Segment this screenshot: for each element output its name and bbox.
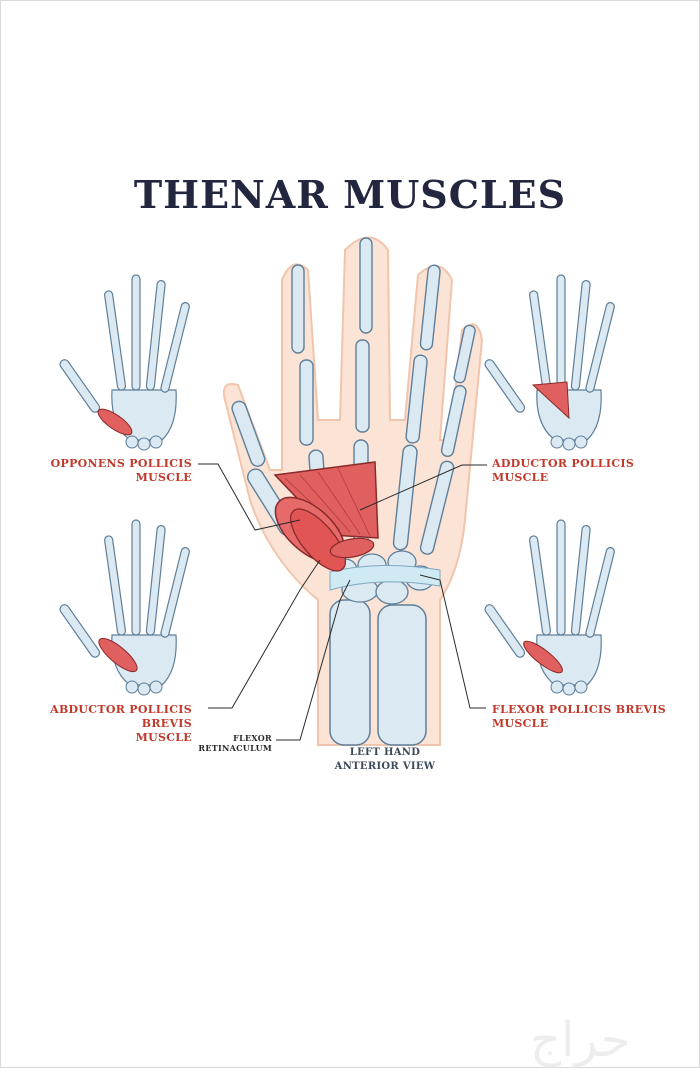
thenar-muscles	[273, 461, 379, 572]
label-flexor-brevis-line2: MUSCLE	[492, 717, 549, 730]
label-view-line2: ANTERIOR VIEW	[334, 761, 436, 772]
watermark-logo: حراج	[530, 1012, 631, 1068]
small-hand-abductor	[57, 519, 191, 696]
label-retinaculum-line2: RETINACULUM	[198, 743, 272, 753]
label-flexor-brevis: FLEXOR POLLICIS BREVIS MUSCLE	[492, 703, 682, 731]
label-adductor-line2: MUSCLE	[492, 471, 549, 484]
small-hand-opponens	[57, 274, 191, 451]
label-abductor: ABDUCTOR POLLICIS BREVIS MUSCLE	[10, 703, 192, 745]
label-opponens: OPPONENS POLLICIS MUSCLE	[40, 457, 192, 485]
label-opponens-line1: OPPONENS POLLICIS	[50, 457, 192, 470]
page-title: THENAR MUSCLES	[133, 172, 567, 217]
label-flexor-brevis-line1: FLEXOR POLLICIS BREVIS	[492, 703, 667, 716]
label-abductor-line2: MUSCLE	[135, 731, 192, 744]
label-abductor-line1: ABDUCTOR POLLICIS BREVIS	[50, 703, 192, 730]
label-adductor-line1: ADDUCTOR POLLICIS	[492, 457, 635, 470]
label-retinaculum-line1: FLEXOR	[233, 733, 272, 743]
small-hand-adductor	[482, 274, 616, 451]
small-hand-flexor	[482, 519, 616, 696]
label-view: LEFT HAND ANTERIOR VIEW	[315, 746, 455, 774]
main-hand	[222, 236, 484, 746]
label-adductor: ADDUCTOR POLLICIS MUSCLE	[492, 457, 672, 485]
label-opponens-line2: MUSCLE	[135, 471, 192, 484]
label-retinaculum: FLEXOR RETINACULUM	[180, 733, 272, 753]
label-view-line1: LEFT HAND	[349, 747, 421, 758]
